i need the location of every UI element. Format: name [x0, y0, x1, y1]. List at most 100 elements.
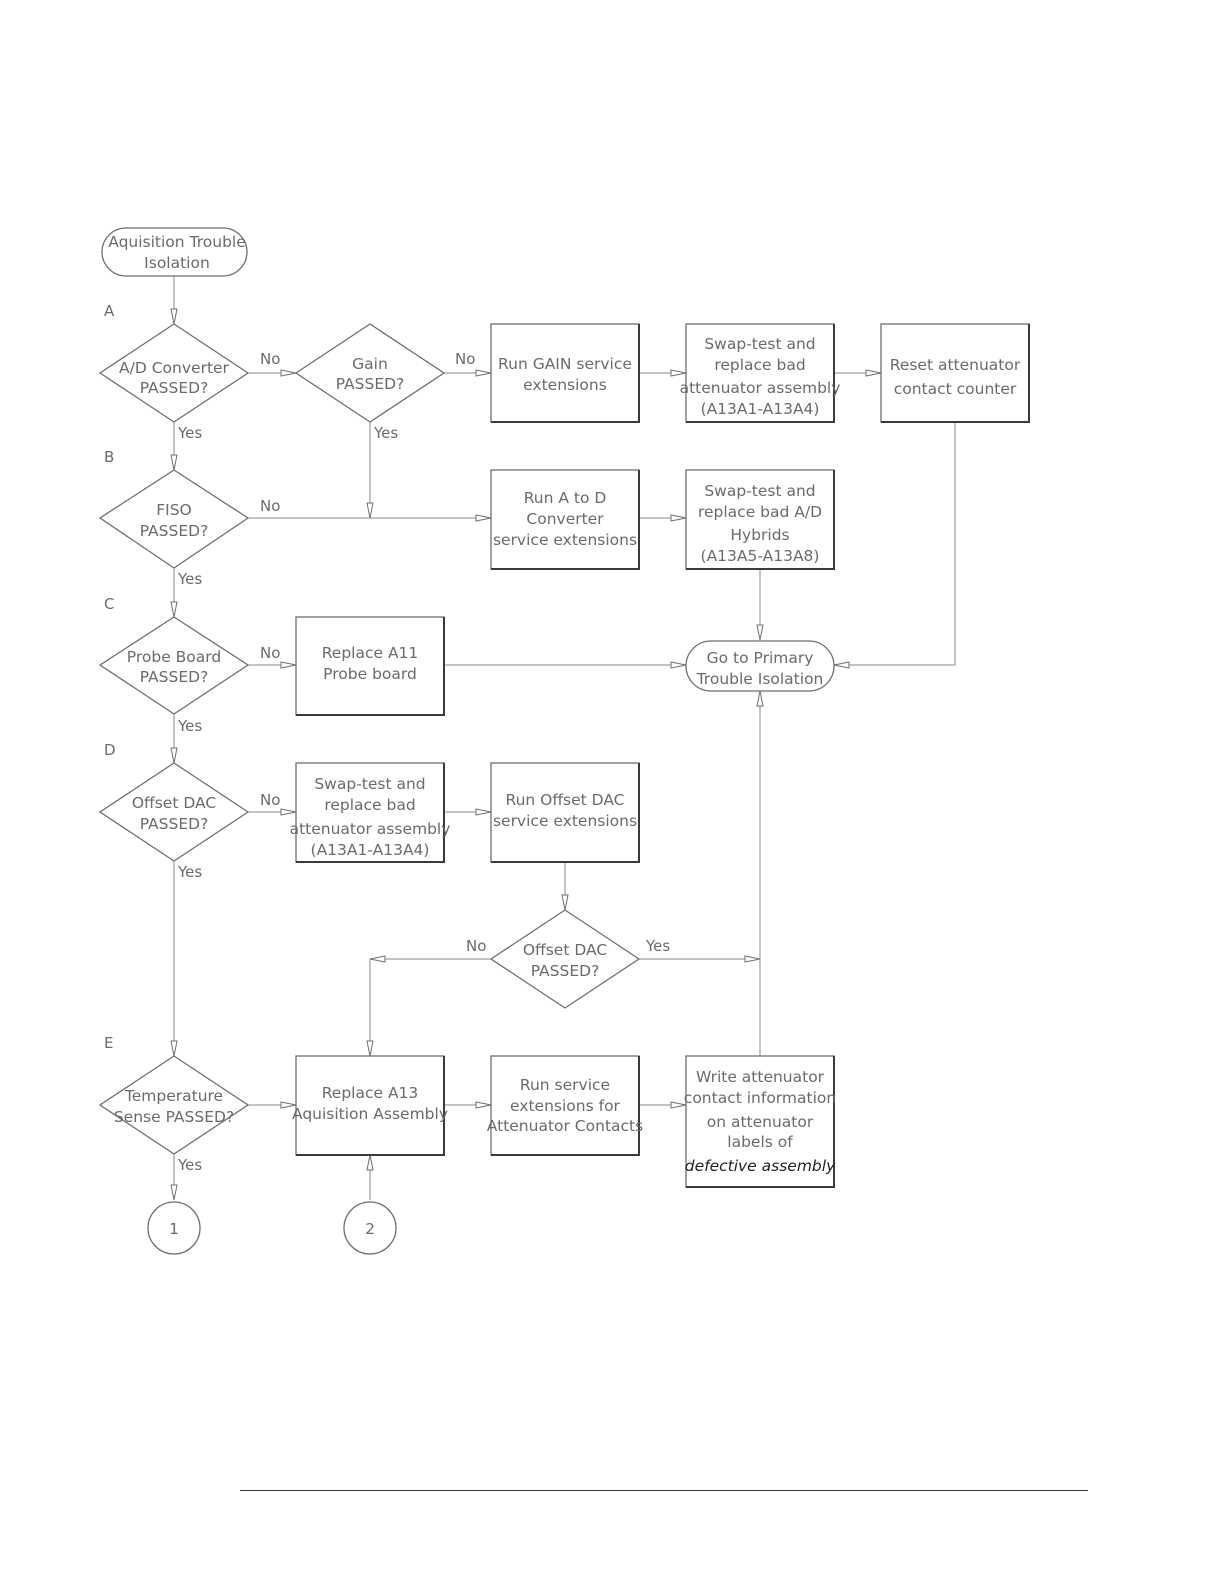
- arrowhead: [366, 1154, 374, 1171]
- decision-fiso: FISO PASSED?: [98, 469, 250, 569]
- edge-label-yes: Yes: [177, 1156, 202, 1174]
- arrowhead: [170, 601, 178, 618]
- edge-label-no: No: [260, 350, 280, 368]
- decision-probe-board: Probe Board PASSED?: [98, 616, 250, 715]
- arrowhead: [170, 308, 178, 325]
- node-label: A/D Converter: [119, 359, 230, 377]
- node-label: extensions for: [510, 1097, 621, 1115]
- arrowhead: [280, 661, 297, 669]
- step-letter-a: A: [104, 302, 115, 320]
- node-label: Attenuator Contacts: [487, 1117, 643, 1135]
- node-label: on attenuator: [707, 1113, 814, 1131]
- arrowhead: [670, 514, 687, 522]
- node-label: Replace A11: [322, 644, 419, 662]
- process-run-offset-dac: Run Offset DAC service extensions: [490, 762, 640, 863]
- arrowhead: [280, 369, 297, 377]
- node-label: (A13A1-A13A4): [311, 841, 430, 859]
- arrowhead: [833, 661, 850, 669]
- edge-label-yes: Yes: [177, 424, 202, 442]
- arrowhead: [670, 661, 687, 669]
- node-label: Probe board: [323, 665, 417, 683]
- arrowheads: [170, 308, 882, 1201]
- node-label: Offset DAC: [523, 941, 607, 959]
- node-label: Isolation: [144, 254, 210, 272]
- node-label: contact information: [684, 1089, 836, 1107]
- decision-offset-dac-1: Offset DAC PASSED?: [98, 762, 250, 862]
- node-label: Run GAIN service: [498, 355, 632, 373]
- arrowhead: [475, 369, 492, 377]
- node-label: Aquisition Trouble: [108, 233, 246, 251]
- arrowhead: [170, 1040, 178, 1057]
- arrowhead: [280, 1101, 297, 1109]
- node-label: (A13A5-A13A8): [701, 547, 820, 565]
- node-label: Trouble Isolation: [696, 670, 824, 688]
- arrowhead: [475, 1101, 492, 1109]
- edge-label-no: No: [455, 350, 475, 368]
- process-run-a-to-d: Run A to D Converter service extensions: [490, 469, 640, 570]
- process-reset-counter: Reset attenuator contact counter: [880, 323, 1030, 423]
- node-label: PASSED?: [336, 375, 405, 393]
- process-replace-a11: Replace A11 Probe board: [295, 616, 445, 716]
- node-label: Reset attenuator: [890, 356, 1021, 374]
- connector-label: 2: [365, 1220, 375, 1238]
- process-write-attenuator: Write attenuator contact information on …: [684, 1055, 836, 1188]
- arrowhead: [170, 1184, 178, 1201]
- node-label: replace bad A/D: [698, 503, 822, 521]
- connector-1: 1: [147, 1201, 201, 1255]
- node-label: Sense PASSED?: [114, 1108, 234, 1126]
- node-label: Replace A13: [322, 1084, 419, 1102]
- arrowhead: [170, 747, 178, 764]
- node-label: Probe Board: [127, 648, 221, 666]
- node-label: FISO: [156, 501, 192, 519]
- arrowhead: [366, 1040, 374, 1057]
- arrowhead: [366, 502, 374, 519]
- arrowhead: [865, 369, 882, 377]
- node-label: Run A to D: [524, 489, 607, 507]
- node-label: Swap-test and: [314, 775, 425, 793]
- process-swap-attenuator-2: Swap-test and replace bad attenuator ass…: [290, 762, 450, 863]
- node-label: PASSED?: [140, 379, 209, 397]
- edge-label-yes: Yes: [177, 717, 202, 735]
- edge-label-yes: Yes: [177, 570, 202, 588]
- arrowhead: [670, 1101, 687, 1109]
- connector-2: 2: [343, 1201, 397, 1255]
- node-label: Temperature: [124, 1087, 223, 1105]
- node-label: attenuator assembly: [680, 379, 841, 397]
- node-label: Go to Primary: [707, 649, 814, 667]
- node-label: replace bad: [714, 356, 805, 374]
- process-replace-a13: Replace A13 Aquisition Assembly: [292, 1055, 448, 1156]
- edge-label-no: No: [260, 791, 280, 809]
- arrowhead: [170, 454, 178, 471]
- arrowhead: [280, 808, 297, 816]
- edge-label-no: No: [260, 497, 280, 515]
- arrowhead: [561, 894, 569, 911]
- node-label: Converter: [526, 510, 604, 528]
- process-run-contacts: Run service extensions for Attenuator Co…: [487, 1055, 643, 1156]
- edge-label-no: No: [260, 644, 280, 662]
- decision-gain: Gain PASSED?: [294, 323, 446, 423]
- node-label: PASSED?: [140, 522, 209, 540]
- node-label: Write attenuator: [696, 1068, 825, 1086]
- arrowhead: [475, 514, 492, 522]
- node-label: Run Offset DAC: [506, 791, 625, 809]
- process-swap-hybrids: Swap-test and replace bad A/D Hybrids (A…: [685, 469, 835, 570]
- node-label: Aquisition Assembly: [292, 1105, 448, 1123]
- node-label: service extensions: [493, 531, 637, 549]
- arrowhead: [475, 808, 492, 816]
- decision-temperature-sense: Temperature Sense PASSED?: [98, 1055, 250, 1155]
- start-terminator: Aquisition Trouble Isolation: [101, 227, 248, 277]
- step-letter-e: E: [104, 1034, 113, 1052]
- edge-label-yes: Yes: [645, 937, 670, 955]
- node-label: Gain: [352, 355, 388, 373]
- footer-rule: [240, 1490, 1088, 1491]
- node-label: PASSED?: [140, 668, 209, 686]
- connector-label: 1: [169, 1220, 179, 1238]
- goto-primary-terminator: Go to Primary Trouble Isolation: [685, 640, 835, 692]
- node-label: service extensions: [493, 812, 637, 830]
- edge-label-yes: Yes: [177, 863, 202, 881]
- node-label: Offset DAC: [132, 794, 216, 812]
- node-label: Swap-test and: [704, 335, 815, 353]
- process-swap-attenuator-1: Swap-test and replace bad attenuator ass…: [680, 323, 841, 423]
- process-run-gain: Run GAIN service extensions: [490, 323, 640, 423]
- arrowhead: [756, 624, 764, 641]
